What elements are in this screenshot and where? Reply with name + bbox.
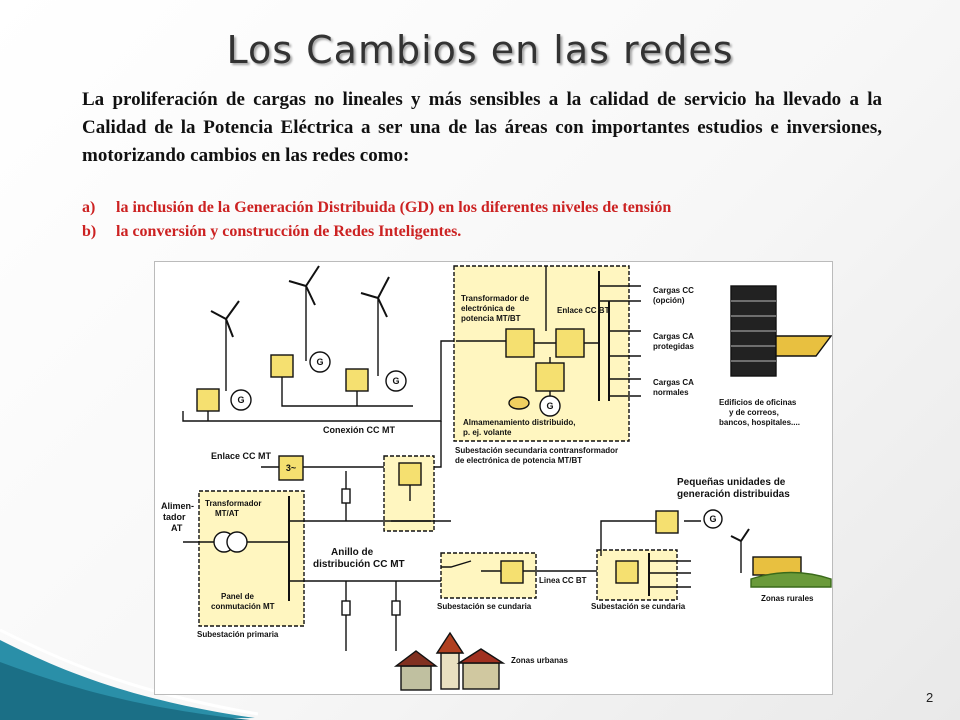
- label-subestacion-secundaria: de electrónica de potencia MT/BT: [455, 456, 582, 465]
- generator-label: G: [546, 401, 553, 411]
- generator-label: G: [237, 395, 244, 405]
- label-edificios: bancos, hospitales....: [719, 418, 800, 427]
- converter-icon: [505, 328, 535, 358]
- label-alimentador: AT: [171, 523, 183, 533]
- urban-zone-icon: [393, 631, 506, 691]
- label-enlace-cc-bt: Enlace CC BT: [557, 306, 610, 315]
- transformer-icon: [226, 531, 248, 553]
- decorative-swoosh: [0, 628, 259, 720]
- label-conexion-cc-mt: Conexión CC MT: [323, 425, 395, 435]
- label-pequenas-unidades: Pequeñas unidades de: [677, 477, 786, 488]
- label-transformador-electronica: Transformador de: [461, 294, 530, 303]
- slide-title: Los Cambios en las redes: [226, 28, 734, 72]
- rural-zone-icon: [730, 528, 832, 588]
- wind-turbine-icon: [210, 300, 240, 391]
- list-marker: b): [82, 223, 97, 240]
- label-almacenamiento: p. ej. volante: [463, 428, 512, 437]
- label-subestacion-primaria: Subestación primaria: [197, 630, 279, 639]
- label-alimentador: Alimen-: [161, 501, 194, 511]
- converter-icon: [555, 328, 585, 358]
- label-subestacion-secundaria-2: Subestación se cundaria: [591, 602, 686, 611]
- intro-paragraph: La proliferación de cargas no lineales y…: [82, 89, 882, 166]
- generator-icon: [309, 351, 331, 373]
- label-almacenamiento: Almamenamiento distribuido,: [463, 418, 575, 427]
- label-zonas-rurales: Zonas rurales: [761, 594, 814, 603]
- list-item-text: la inclusión de la Generación Distribuid…: [116, 199, 672, 216]
- label-cargas-ca-protegidas: protegidas: [653, 342, 694, 351]
- label-subestacion-secundaria-1: Subestación se cundaria: [437, 602, 532, 611]
- converter-icon: [278, 455, 304, 481]
- generator-label: G: [392, 376, 399, 386]
- diagram-svg: G G G G G 3~ Conexión CC MT Enlace CC MT…: [161, 265, 833, 691]
- wind-turbine-icon: [360, 276, 390, 376]
- label-cargas-ca-normales: normales: [653, 388, 689, 397]
- flywheel-icon: [508, 396, 530, 410]
- label-cargas-ca-normales: Cargas CA: [653, 378, 694, 387]
- converter-icon: [345, 368, 369, 392]
- label-edificios: Edificios de oficinas: [719, 398, 797, 407]
- label-transformador-mt-at: MT/AT: [215, 509, 239, 518]
- label-zonas-urbanas: Zonas urbanas: [511, 656, 568, 665]
- generator-icon: [230, 389, 252, 411]
- list-item: a) la inclusión de la Generación Distrib…: [82, 196, 882, 220]
- converter-icon: [535, 362, 565, 392]
- list-item: b) la conversión y construcción de Redes…: [82, 220, 882, 244]
- label-alimentador: tador: [163, 512, 186, 522]
- wind-turbine-icon: [288, 265, 320, 361]
- list-item-text: la conversión y construcción de Redes In…: [116, 223, 462, 240]
- label-subestacion-secundaria: Subestación secundaria contransformador: [455, 446, 618, 455]
- label-cargas-ca-protegidas: Cargas CA: [653, 332, 694, 341]
- label-panel: conmutación MT: [211, 602, 275, 611]
- converter-icon: [615, 560, 639, 584]
- office-building-icon: [730, 285, 833, 377]
- converter-icon: [655, 510, 679, 534]
- converter-icon: [196, 388, 220, 412]
- label-edificios: y de correos,: [729, 408, 779, 417]
- label-cargas-cc: Cargas CC: [653, 286, 694, 295]
- converter-icon: [500, 560, 524, 584]
- page-number: 2: [926, 690, 934, 705]
- label-linea-cc-bt: Linea CC BT: [539, 576, 587, 585]
- converter-label: 3~: [286, 463, 296, 473]
- label-enlace-cc-mt: Enlace CC MT: [211, 451, 272, 461]
- label-anillo: Anillo de: [331, 547, 374, 558]
- list-marker: a): [82, 199, 96, 216]
- generator-icon: [703, 509, 723, 529]
- label-transformador-electronica: electrónica de: [461, 304, 515, 313]
- converter-icon: [270, 354, 294, 378]
- label-pequenas-unidades: generación distribuidas: [677, 489, 790, 500]
- label-transformador-mt-at: Transformador: [205, 499, 261, 508]
- smart-grid-diagram: G G G G G 3~ Conexión CC MT Enlace CC MT…: [154, 261, 833, 695]
- generator-label: G: [709, 514, 716, 524]
- label-transformador-electronica: potencia MT/BT: [461, 314, 521, 323]
- label-cargas-cc: (opción): [653, 296, 685, 305]
- generator-label: G: [316, 357, 323, 367]
- converter-icon: [398, 462, 422, 486]
- label-anillo: distribución CC MT: [313, 559, 405, 570]
- generator-icon: [385, 370, 407, 392]
- change-list: a) la inclusión de la Generación Distrib…: [82, 196, 882, 244]
- label-panel: Panel de: [221, 592, 254, 601]
